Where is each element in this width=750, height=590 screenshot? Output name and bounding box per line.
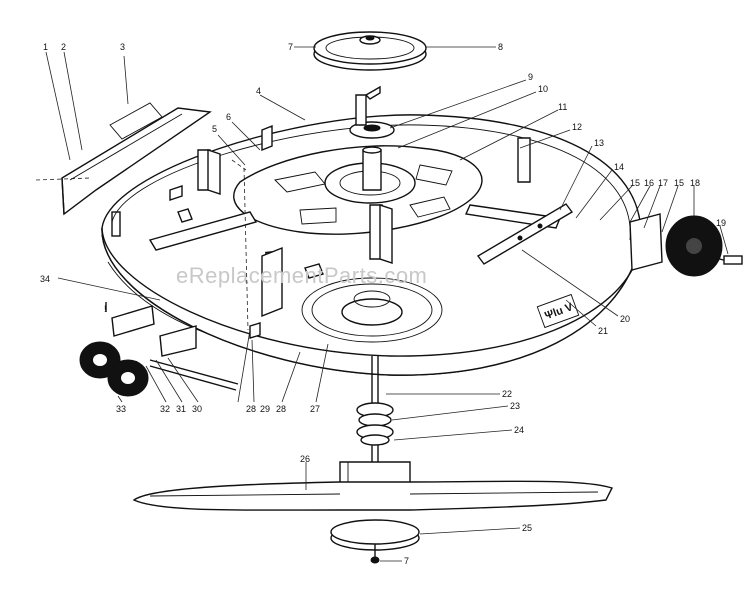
callout-20: 20 <box>620 314 630 324</box>
callout-22: 22 <box>502 389 512 399</box>
callout-18: 18 <box>690 178 700 188</box>
callout-11: 11 <box>558 102 567 112</box>
spindle-assembly <box>339 356 411 493</box>
callout-8: 8 <box>498 42 503 52</box>
lower-disc <box>330 519 420 564</box>
left-wheels <box>79 341 239 397</box>
callout-26: 26 <box>300 454 310 464</box>
callout-32: 32 <box>160 404 170 414</box>
callout-7-bottom: 7 <box>404 556 409 566</box>
right-wheel <box>629 213 743 277</box>
callout-19: 19 <box>716 218 726 228</box>
svg-text:!: ! <box>104 304 107 314</box>
grass-deflector <box>35 102 212 216</box>
cutting-blade <box>132 480 613 511</box>
callout-13: 13 <box>594 138 604 148</box>
callout-28-left: 28 <box>246 404 256 414</box>
callout-23: 23 <box>510 401 520 411</box>
callout-3: 3 <box>120 42 125 52</box>
callout-21: 21 <box>598 326 608 336</box>
callout-24: 24 <box>514 425 524 435</box>
callout-labels: 1 2 3 4 5 6 7 7 8 9 10 11 12 13 14 15 16… <box>40 42 726 566</box>
callout-29: 29 <box>260 404 270 414</box>
deck-support-bracket <box>148 85 574 265</box>
callout-27: 27 <box>310 404 320 414</box>
callout-30: 30 <box>192 404 202 414</box>
callout-6: 6 <box>226 112 231 122</box>
callout-10: 10 <box>538 84 548 94</box>
callout-2: 2 <box>61 42 66 52</box>
callout-12: 12 <box>572 122 582 132</box>
callout-17: 17 <box>658 178 668 188</box>
left-wheel-brackets: ! <box>104 246 283 357</box>
callout-4: 4 <box>256 86 261 96</box>
upper-pulley <box>313 31 427 71</box>
leader-lines <box>45 46 729 562</box>
callout-16: 16 <box>644 178 654 188</box>
watermark-text: eReplacementParts.com <box>176 263 427 288</box>
callout-33: 33 <box>116 404 126 414</box>
callout-31: 31 <box>176 404 186 414</box>
callout-5: 5 <box>212 124 217 134</box>
callout-15-b: 15 <box>674 178 684 188</box>
callout-14: 14 <box>614 162 624 172</box>
callout-34: 34 <box>40 274 50 284</box>
callout-28-right: 28 <box>276 404 286 414</box>
callout-15-a: 15 <box>630 178 640 188</box>
callout-7-top: 7 <box>288 42 293 52</box>
callout-1: 1 <box>43 42 48 52</box>
callout-25: 25 <box>522 523 532 533</box>
callout-9: 9 <box>528 72 533 82</box>
